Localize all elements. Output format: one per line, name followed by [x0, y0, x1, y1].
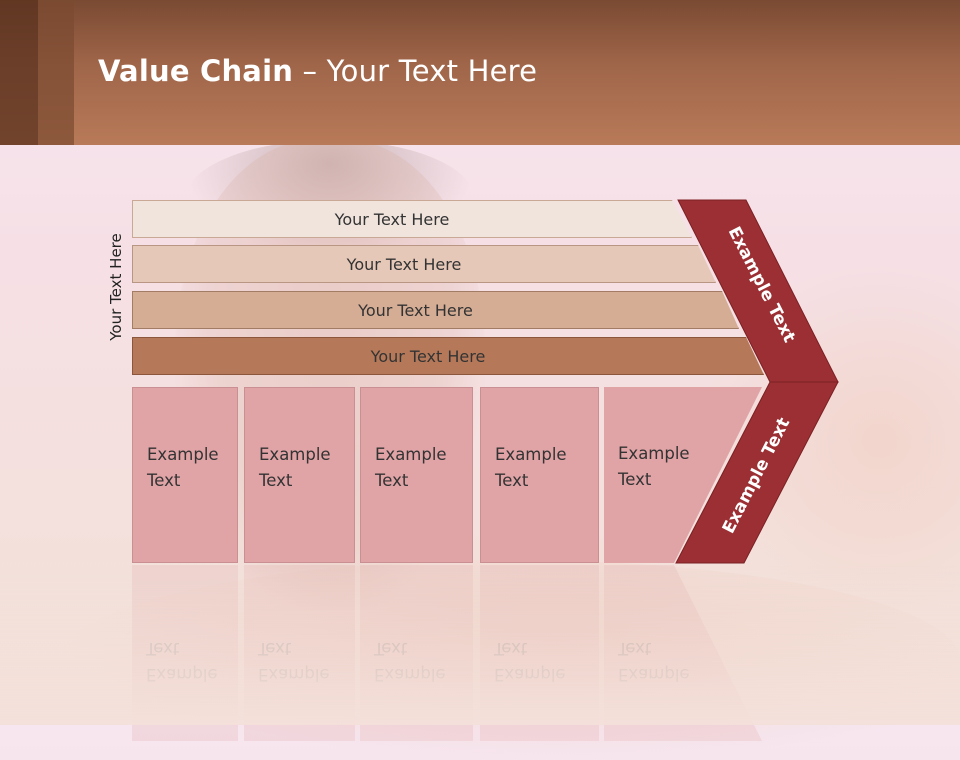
- header-stripe: [38, 0, 74, 145]
- chevron-lower-arm[interactable]: [675, 381, 839, 564]
- box-text-line2: Text: [618, 470, 652, 489]
- title-bold: Value Chain: [98, 54, 294, 88]
- box-text-line2: Text: [147, 471, 181, 490]
- activity-box-1[interactable]: Example Text: [132, 387, 238, 563]
- slide-title[interactable]: Value Chain – Your Text Here: [98, 54, 537, 88]
- value-bar-2[interactable]: Your Text Here: [132, 245, 716, 283]
- header-stripe: [0, 0, 38, 145]
- value-bar-1[interactable]: Your Text Here: [132, 200, 692, 238]
- value-bar-3[interactable]: Your Text Here: [132, 291, 739, 329]
- slide-header: Value Chain – Your Text Here: [0, 0, 960, 145]
- activity-box-2[interactable]: Example Text: [244, 387, 355, 563]
- box-text-line1: Example: [375, 445, 447, 464]
- title-rest: – Your Text Here: [293, 54, 538, 88]
- value-bar-4[interactable]: Your Text Here: [132, 337, 764, 375]
- box-text-line2: Text: [375, 471, 409, 490]
- box-text-line1: Example: [147, 445, 219, 464]
- value-bar-label: Your Text Here: [370, 346, 486, 366]
- activity-box-4[interactable]: Example Text: [480, 387, 599, 563]
- box-text-line2: Text: [495, 471, 529, 490]
- value-bar-label: Your Text Here: [358, 300, 473, 320]
- value-bar-label: Your Text Here: [334, 209, 450, 229]
- box-text-line2: Text: [259, 471, 293, 490]
- value-chain-chevron: Example Text Example Text: [675, 199, 839, 564]
- activity-box-3[interactable]: Example Text: [360, 387, 473, 563]
- box-text-line1: Example: [495, 445, 567, 464]
- reflection-fade: [0, 565, 960, 725]
- value-bar-label: Your Text Here: [346, 254, 462, 274]
- box-text-line1: Example: [259, 445, 331, 464]
- box-text-line1: Example: [618, 444, 690, 463]
